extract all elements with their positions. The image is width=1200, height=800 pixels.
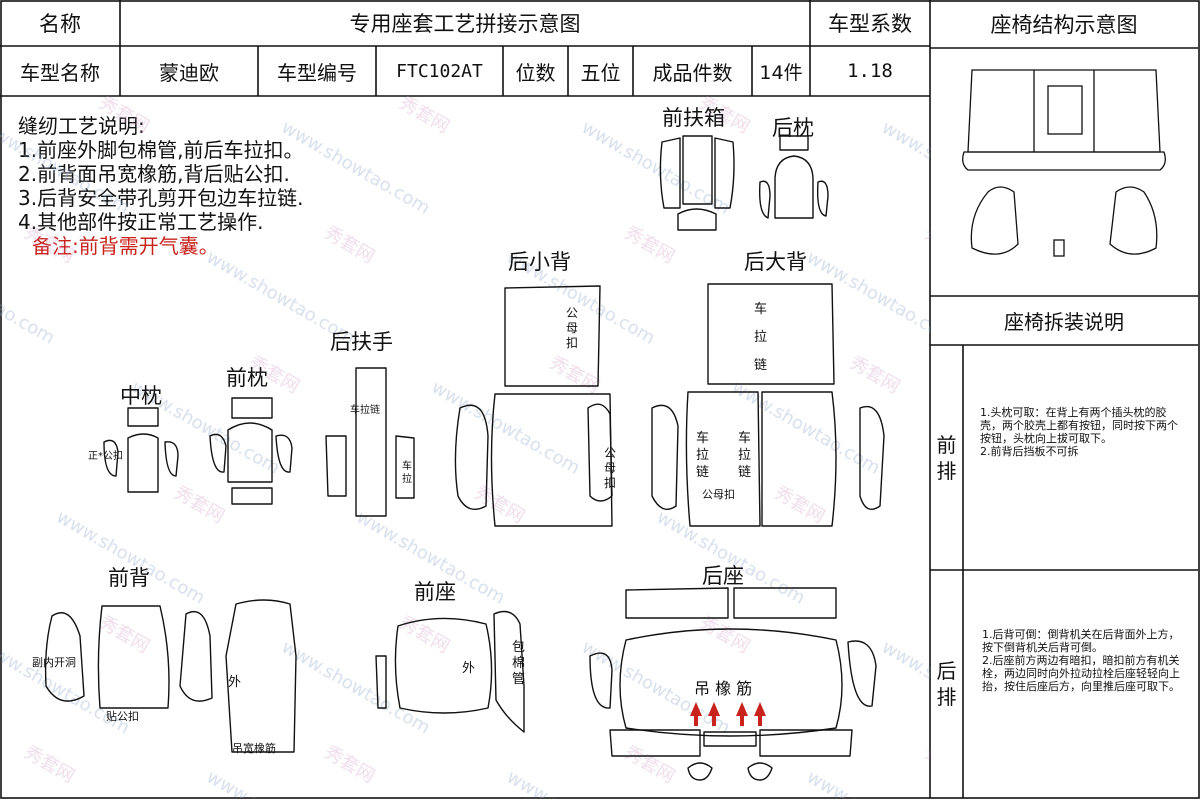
part-label-rear-headrest: 后枕	[772, 116, 814, 140]
annotation-snap-bottom: 公母扣	[702, 488, 735, 501]
pieces-value: 14件	[759, 61, 803, 84]
structure-title: 座椅结构示意图	[990, 13, 1138, 37]
part-label-rear-large-back: 后大背	[744, 250, 807, 274]
name-label: 名称	[39, 12, 81, 36]
coef-label: 车型系数	[828, 12, 912, 36]
model-code: FTC102AT	[396, 60, 483, 82]
annotation-rubber-bands: 吊 橡 筋	[694, 679, 753, 698]
rear-row-instructions: 1.后背可倒：倒背机关在后背面外上方，按下倒背机关后背可倒。 2.后座前方两边有…	[982, 628, 1180, 693]
part-label-rear-armrest: 后扶手	[330, 330, 393, 354]
model-code-label: 车型编号	[277, 60, 357, 85]
part-label-front-back: 前背	[108, 566, 150, 590]
front-row-instructions: 1.头枕可取：在背上有两个插头枕的胶壳，两个胶壳上都有按钮，同时按下两个按钮，头…	[980, 406, 1178, 458]
annotation-outer-seat: 外	[462, 661, 476, 676]
pieces-label: 成品件数	[652, 60, 733, 85]
part-label-middle-headrest: 中枕	[120, 384, 162, 408]
seats-value: 五位	[580, 60, 621, 85]
annotation-outer-back: 外	[228, 675, 242, 690]
disassembly-title: 座椅拆装说明	[1004, 310, 1124, 334]
front-row-label: 前排	[936, 432, 957, 483]
annotation-wrap-cotton: 包棉管	[512, 640, 526, 687]
annotation-zipper-right: 车拉链	[738, 431, 752, 480]
seats-label: 位数	[515, 60, 556, 85]
model-name-label: 车型名称	[20, 60, 100, 85]
annotation-snap-side: 公母扣	[604, 446, 617, 490]
coef-value: 1.18	[847, 60, 893, 82]
part-label-armrest-box: 前扶箱	[662, 106, 725, 130]
part-label-front-seat: 前座	[414, 580, 456, 604]
annotation-zipper: 车拉链	[754, 302, 768, 373]
part-label-front-headrest: 前枕	[226, 366, 268, 390]
annotation-zipper-left: 车拉链	[696, 431, 710, 480]
annotation-snap: 公母扣	[566, 306, 579, 350]
annotation-positive-snap: 正*公扣	[88, 451, 123, 462]
pattern-pieces	[44, 135, 885, 781]
annotation-hang-rubber: 吊宽橡筋	[232, 742, 276, 755]
annotation-zip-small: 车拉	[402, 461, 412, 485]
part-label-rear-small-back: 后小背	[508, 250, 571, 274]
rear-row-label: 后排	[936, 659, 957, 709]
seat-structure-diagram	[962, 69, 1166, 257]
model-name: 蒙迪欧	[159, 60, 219, 85]
sheet-title: 专用座套工艺拼接示意图	[349, 12, 581, 36]
part-label-rear-seat: 后座	[702, 564, 744, 588]
annotation-airbag-hole: 副内开洞	[32, 656, 76, 669]
annotation-zip-top: 车拉链	[350, 405, 380, 416]
annotation-stick-snap: 贴公扣	[106, 710, 139, 723]
